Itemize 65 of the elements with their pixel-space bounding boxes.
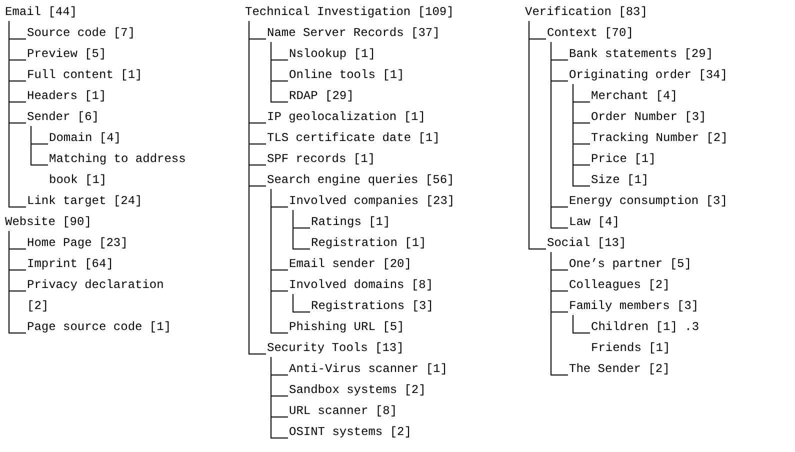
tree-node-label: Registrations [3]	[310, 296, 434, 317]
tree-node-label: OSINT systems [2]	[288, 422, 412, 443]
tree-node-label: Security Tools [13]	[266, 338, 404, 359]
tree-node-label: Source code [7]	[26, 23, 136, 44]
tree-connector	[292, 294, 310, 312]
tree-node-label: Order Number [3]	[590, 107, 706, 128]
tree-node-label: Email [44]	[4, 2, 78, 23]
tree-node-label: Sandbox systems [2]	[288, 380, 426, 401]
tree-connector	[270, 188, 288, 334]
tree-node-label: Registration [1]	[310, 233, 426, 254]
tree-node-label: Involved domains [8]	[288, 275, 434, 296]
tree-node-label: Search engine queries [56]	[266, 170, 454, 191]
tree-node-label: The Sender [2]	[568, 359, 670, 380]
tree-connector	[8, 230, 26, 334]
tree-node-label: Size [1]	[590, 170, 649, 191]
tree-node-label: Originating order [34]	[568, 65, 728, 86]
tree-connector	[270, 356, 288, 438]
tree-node-label: Home Page [23]	[26, 233, 128, 254]
tree-node-label: Online tools [1]	[288, 65, 404, 86]
tree-node-label: Sender [6]	[26, 107, 100, 128]
tree-connector	[270, 42, 288, 102]
tree-node-label: Involved companies [23]	[288, 191, 455, 212]
tree-node-label: Ratings [1]	[310, 212, 390, 233]
tree-node-label: Email sender [20]	[288, 254, 412, 275]
tree-node-label: Name Server Records [37]	[266, 23, 440, 44]
tree-node-label: Social [13]	[546, 233, 626, 254]
tree-node-label: Nslookup [1]	[288, 44, 376, 65]
tree-connector	[550, 252, 568, 376]
tree-node-label: Verification [83]	[524, 2, 648, 23]
tree-node-label: Energy consumption [3]	[568, 191, 728, 212]
tree-node-label: Price [1]	[590, 149, 656, 170]
tree-connector	[30, 126, 48, 166]
tree-node-label: Privacy declaration [2]	[26, 275, 172, 317]
tree-node-label: Matching to address book [1]	[48, 149, 194, 191]
tree-node-label: Domain [4]	[48, 128, 122, 149]
tree-node-label: RDAP [29]	[288, 86, 354, 107]
tree-node-label: Bank statements [29]	[568, 44, 714, 65]
tree-node-label: URL scanner [8]	[288, 401, 398, 422]
tree-node-label: IP geolocalization [1]	[266, 107, 426, 128]
tree-node-label: Context [70]	[546, 23, 634, 44]
tree-connector	[528, 20, 546, 250]
tree-node-label: TLS certificate date [1]	[266, 128, 440, 149]
tree-node-label: Children [1] .3 Friends [1]	[590, 317, 706, 359]
tree-node-label: Full content [1]	[26, 65, 142, 86]
tree-node-label: SPF records [1]	[266, 149, 376, 170]
tree-node-label: Merchant [4]	[590, 86, 678, 107]
tree-node-label: Colleagues [2]	[568, 275, 670, 296]
tree-connector	[8, 20, 26, 208]
tree-node-label: One’s partner [5]	[568, 254, 692, 275]
tree-connector	[292, 210, 310, 250]
tree-node-label: Imprint [64]	[26, 254, 114, 275]
tree-node-label: Technical Investigation [109]	[244, 2, 454, 23]
tree-node-label: Anti-Virus scanner [1]	[288, 359, 448, 380]
tree-connector	[572, 314, 590, 334]
tree-node-label: Headers [1]	[26, 86, 106, 107]
tree-node-label: Preview [5]	[26, 44, 106, 65]
tree-connector	[572, 84, 590, 186]
tree-node-label: Link target [24]	[26, 191, 142, 212]
tree-node-label: Phishing URL [5]	[288, 317, 404, 338]
tree-node-label: Family members [3]	[568, 296, 699, 317]
tree-node-label: Tracking Number [2]	[590, 128, 728, 149]
tree-node-label: Page source code [1]	[26, 317, 172, 338]
tree-connector	[248, 20, 266, 354]
tree-node-label: Law [4]	[568, 212, 620, 233]
tree-node-label: Website [90]	[4, 212, 92, 233]
